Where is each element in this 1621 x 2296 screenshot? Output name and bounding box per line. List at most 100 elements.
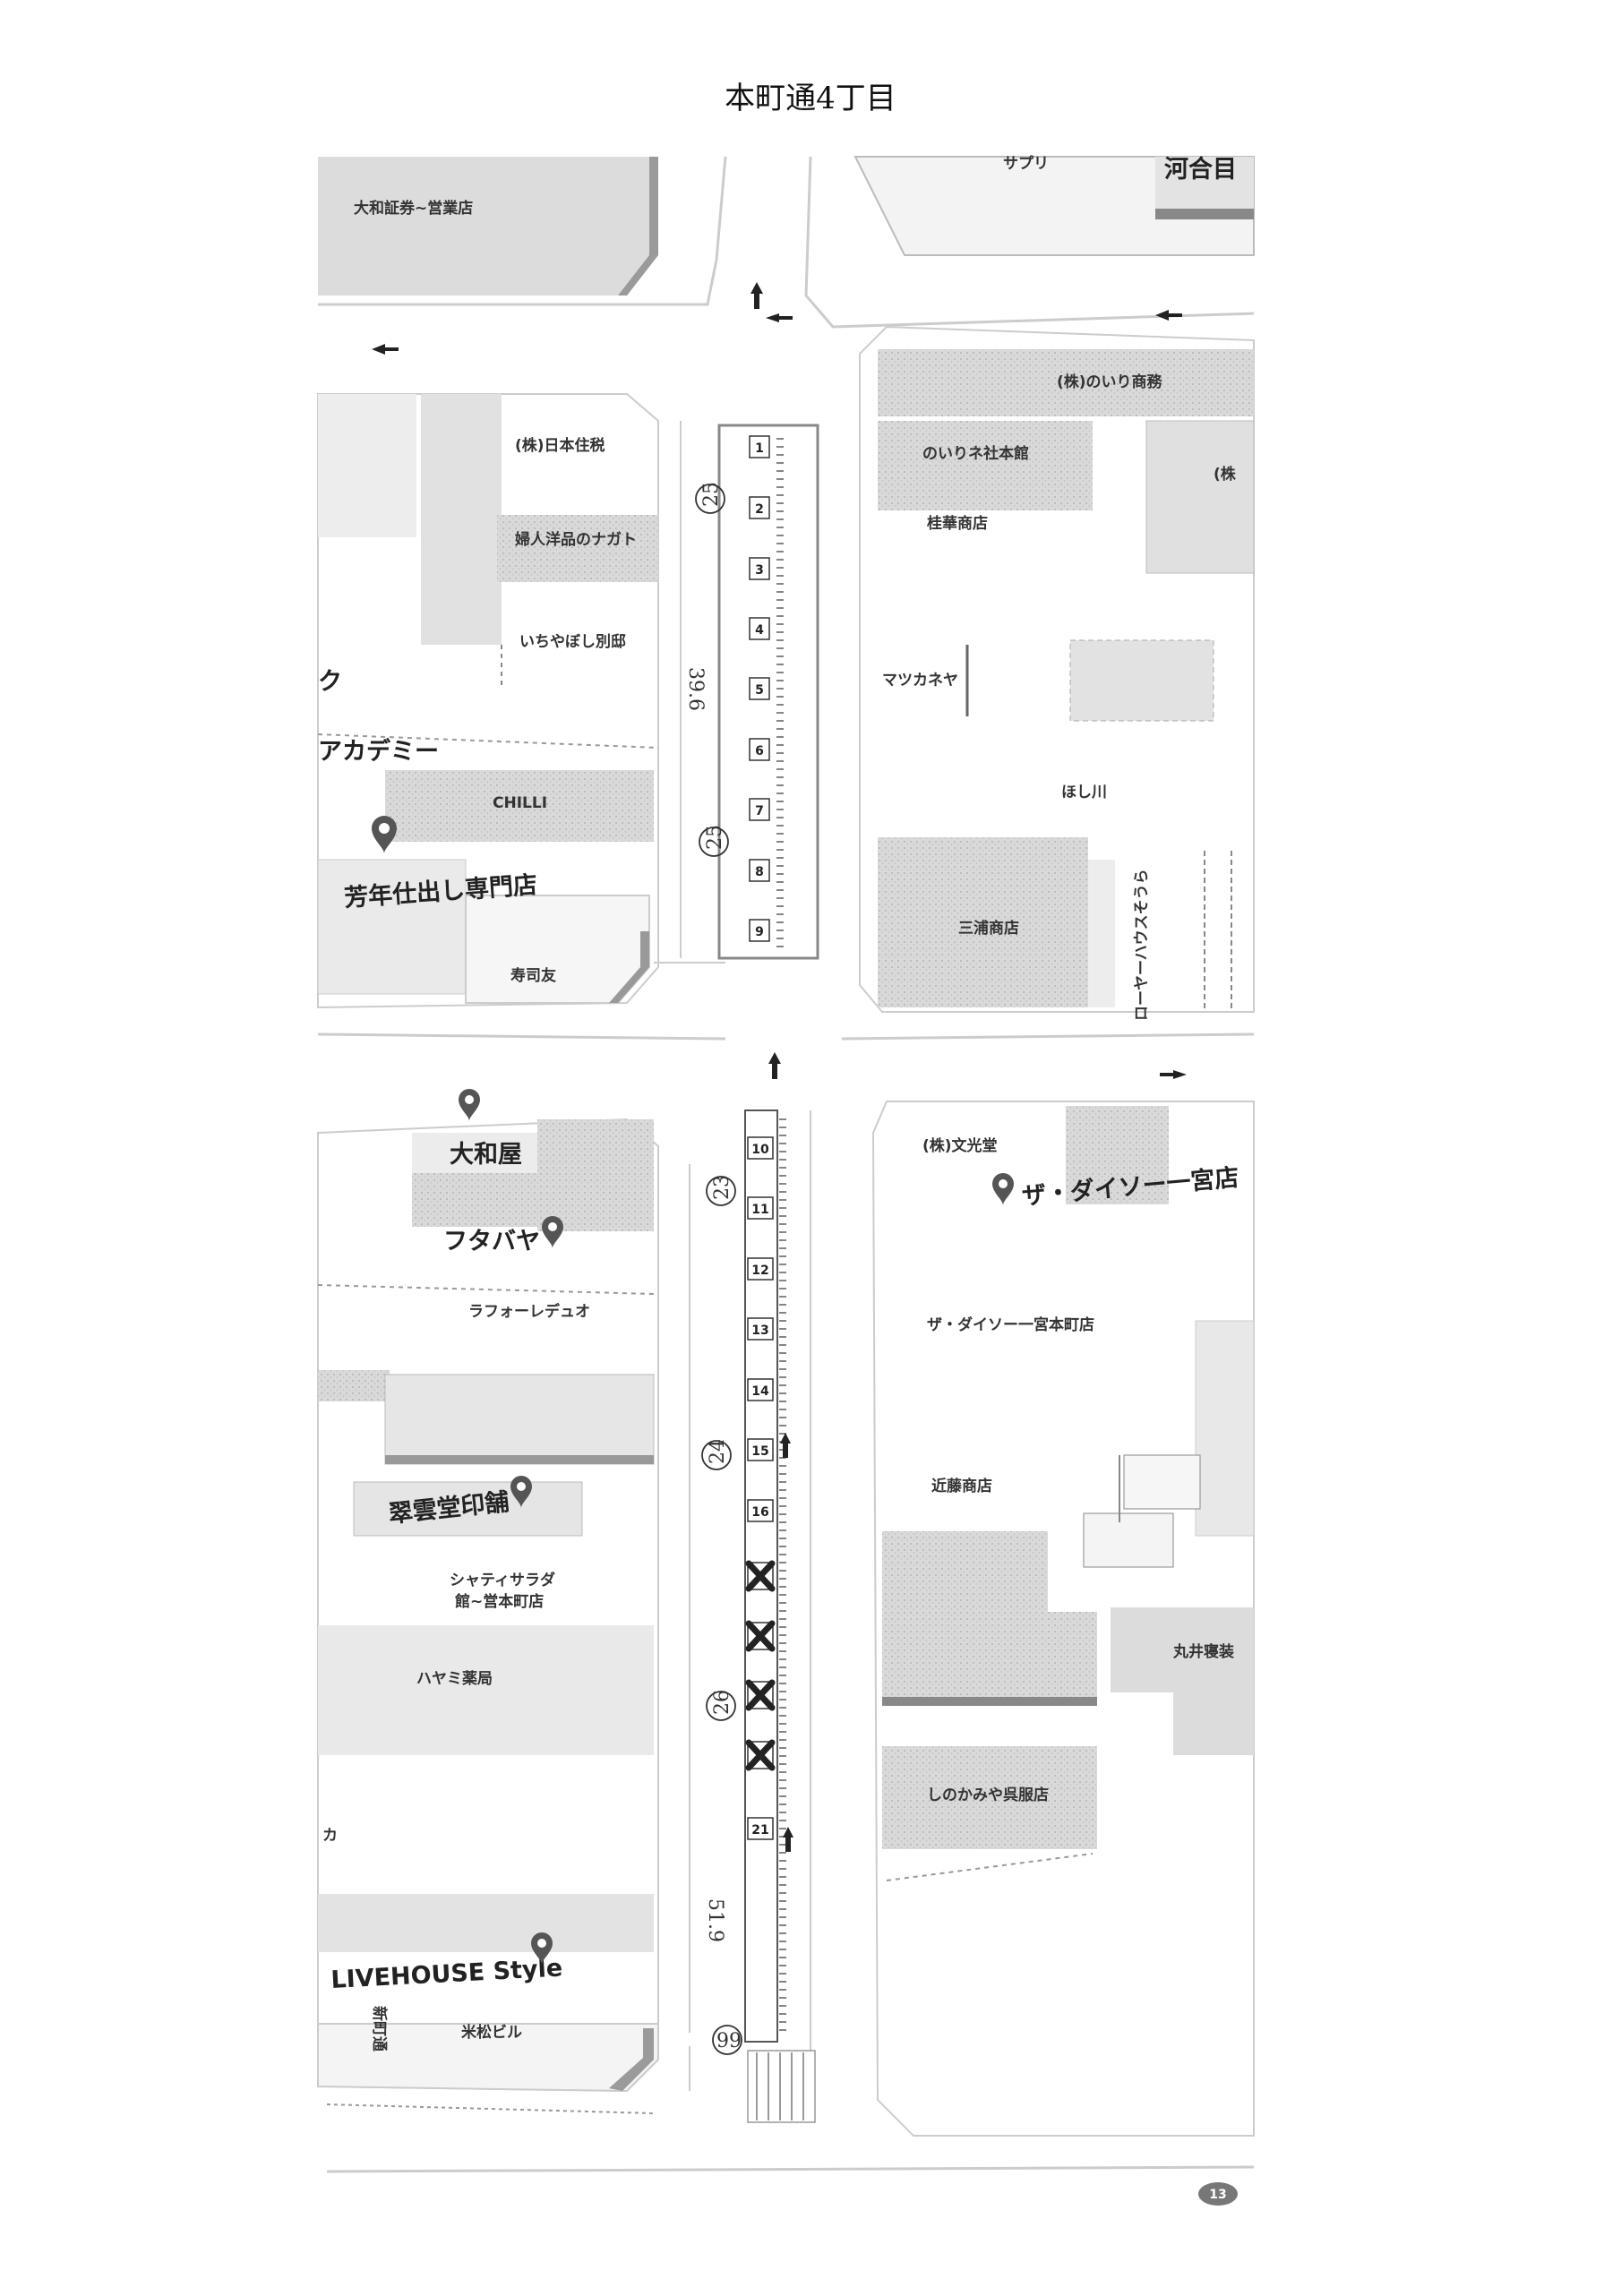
building-label: (株)文光堂	[922, 1136, 998, 1155]
parking-zone-top	[717, 424, 819, 960]
map-pin-icon[interactable]	[992, 1173, 1014, 1205]
building-label: 近藤商店	[931, 1477, 992, 1495]
parking-slot[interactable]: 9	[749, 919, 770, 942]
svg-text:26: 26	[711, 1690, 733, 1715]
parking-slot[interactable]: 12	[747, 1257, 774, 1281]
circled-note: 26	[706, 1690, 736, 1721]
building-label: 館~営本町店	[454, 1592, 544, 1611]
building-label: 新町通	[370, 2006, 389, 2052]
building-block	[318, 1894, 654, 1952]
circled-note: 25	[699, 825, 729, 857]
building-label: ク	[318, 668, 342, 696]
building-block	[384, 1374, 655, 1465]
arrow-up-icon	[768, 1052, 781, 1079]
map-pin-icon[interactable]	[372, 816, 397, 853]
map-pin-icon[interactable]	[542, 1216, 563, 1248]
building-label: (株)日本住税	[515, 436, 605, 455]
cancelled-slot	[745, 1560, 776, 1592]
svg-text:23: 23	[711, 1175, 733, 1200]
slot-number: 11	[751, 1203, 768, 1217]
street-edge	[326, 2165, 1255, 2173]
parking-slot[interactable]: 8	[749, 859, 770, 882]
street-edge	[804, 156, 1255, 329]
building-block	[1069, 639, 1214, 722]
slot-number: 4	[755, 623, 764, 638]
arrow-up-icon	[750, 282, 763, 309]
parking-slot[interactable]: 10	[747, 1136, 774, 1160]
parking-slot[interactable]: 13	[747, 1317, 774, 1341]
cross-icon	[745, 1620, 776, 1652]
svg-text:99: 99	[716, 2030, 742, 2052]
measurement-note: 39.6	[684, 667, 707, 711]
parking-slot[interactable]: 21	[747, 1817, 774, 1840]
slot-number: 2	[755, 502, 764, 517]
parking-slot[interactable]: 2	[749, 496, 770, 519]
building-label: ほし川	[1061, 784, 1107, 801]
building-shadow	[609, 2028, 654, 2091]
building-shadow	[1155, 209, 1254, 219]
slot-number: 8	[755, 865, 764, 879]
street-edge	[841, 1032, 1255, 1041]
slot-number: 3	[755, 563, 764, 578]
ruler-ticks-top	[776, 438, 784, 947]
building-label: アカデミー	[318, 737, 439, 766]
building-block	[421, 394, 502, 645]
building-block	[882, 1531, 1048, 1612]
building-block	[1083, 1512, 1174, 1568]
parking-slot[interactable]: 7	[749, 798, 770, 821]
arrow-left-icon	[1155, 310, 1182, 321]
building-block	[318, 157, 658, 296]
parking-zone-bottom	[744, 1109, 778, 2043]
building-block	[1066, 1106, 1169, 1204]
building-block	[878, 349, 1254, 416]
cross-icon	[745, 1739, 776, 1771]
map-pin-icon[interactable]	[531, 1932, 553, 1965]
parking-slot[interactable]: 6	[749, 738, 770, 761]
building-block	[318, 1625, 654, 1755]
parking-slot[interactable]: 11	[747, 1196, 774, 1220]
lot-line	[886, 1853, 1094, 1881]
building-label: のいりネ社本館	[922, 444, 1029, 463]
map-pin-icon[interactable]	[510, 1476, 532, 1508]
slot-number: 5	[755, 683, 764, 698]
svg-text:25: 25	[704, 825, 726, 850]
arrow-left-icon	[766, 313, 793, 322]
street-edge	[317, 1032, 726, 1041]
building-shadow	[618, 157, 658, 296]
building-label: シャティサラダ	[450, 1571, 555, 1589]
bottom-map-section: 10 11 12 13 14 15	[317, 1089, 1255, 2173]
building-label: ザ・ダイソー一宮本町店	[927, 1315, 1094, 1334]
cross-icon	[745, 1679, 776, 1711]
building-label: 婦人洋品のナガト	[514, 530, 637, 549]
page-title: 本町通4丁目	[725, 81, 896, 116]
parking-slot[interactable]: 3	[749, 557, 770, 580]
parking-slot[interactable]: 14	[747, 1378, 774, 1401]
slot-number: 13	[751, 1324, 768, 1338]
parking-slot[interactable]: 5	[749, 677, 770, 700]
parking-slot[interactable]: 1	[749, 435, 770, 458]
parking-slot[interactable]: 16	[747, 1499, 774, 1522]
building-label: 大和証券~営業店	[354, 199, 473, 218]
building-block	[878, 837, 1088, 1007]
building-block	[1088, 860, 1115, 1007]
building-label: 寿司友	[510, 966, 556, 985]
building-label: ハヤミ薬局	[416, 1670, 493, 1688]
parking-slot[interactable]: 4	[749, 617, 770, 640]
building-block	[1123, 1454, 1201, 1510]
circled-note: 23	[706, 1175, 736, 1206]
building-label: 丸井寝装	[1172, 1642, 1234, 1661]
lot-line	[317, 1284, 655, 1295]
building-label: しのかみや呉服店	[927, 1786, 1049, 1804]
parking-slot[interactable]: 15	[747, 1438, 774, 1461]
circled-note: 99	[712, 2025, 742, 2055]
svg-text:13: 13	[1209, 2188, 1226, 2202]
building-label: ラフォーレデュオ	[468, 1302, 590, 1321]
direction-arrows	[780, 1433, 793, 1852]
cancelled-slot	[745, 1620, 776, 1652]
cancelled-slot	[745, 1739, 776, 1771]
circled-note: 25	[695, 482, 725, 514]
building-block	[882, 1746, 1097, 1849]
handwritten-notes: 25 39.6 23 24 25 26 51.9 99	[684, 482, 742, 2055]
map-pin-icon[interactable]	[459, 1089, 480, 1121]
